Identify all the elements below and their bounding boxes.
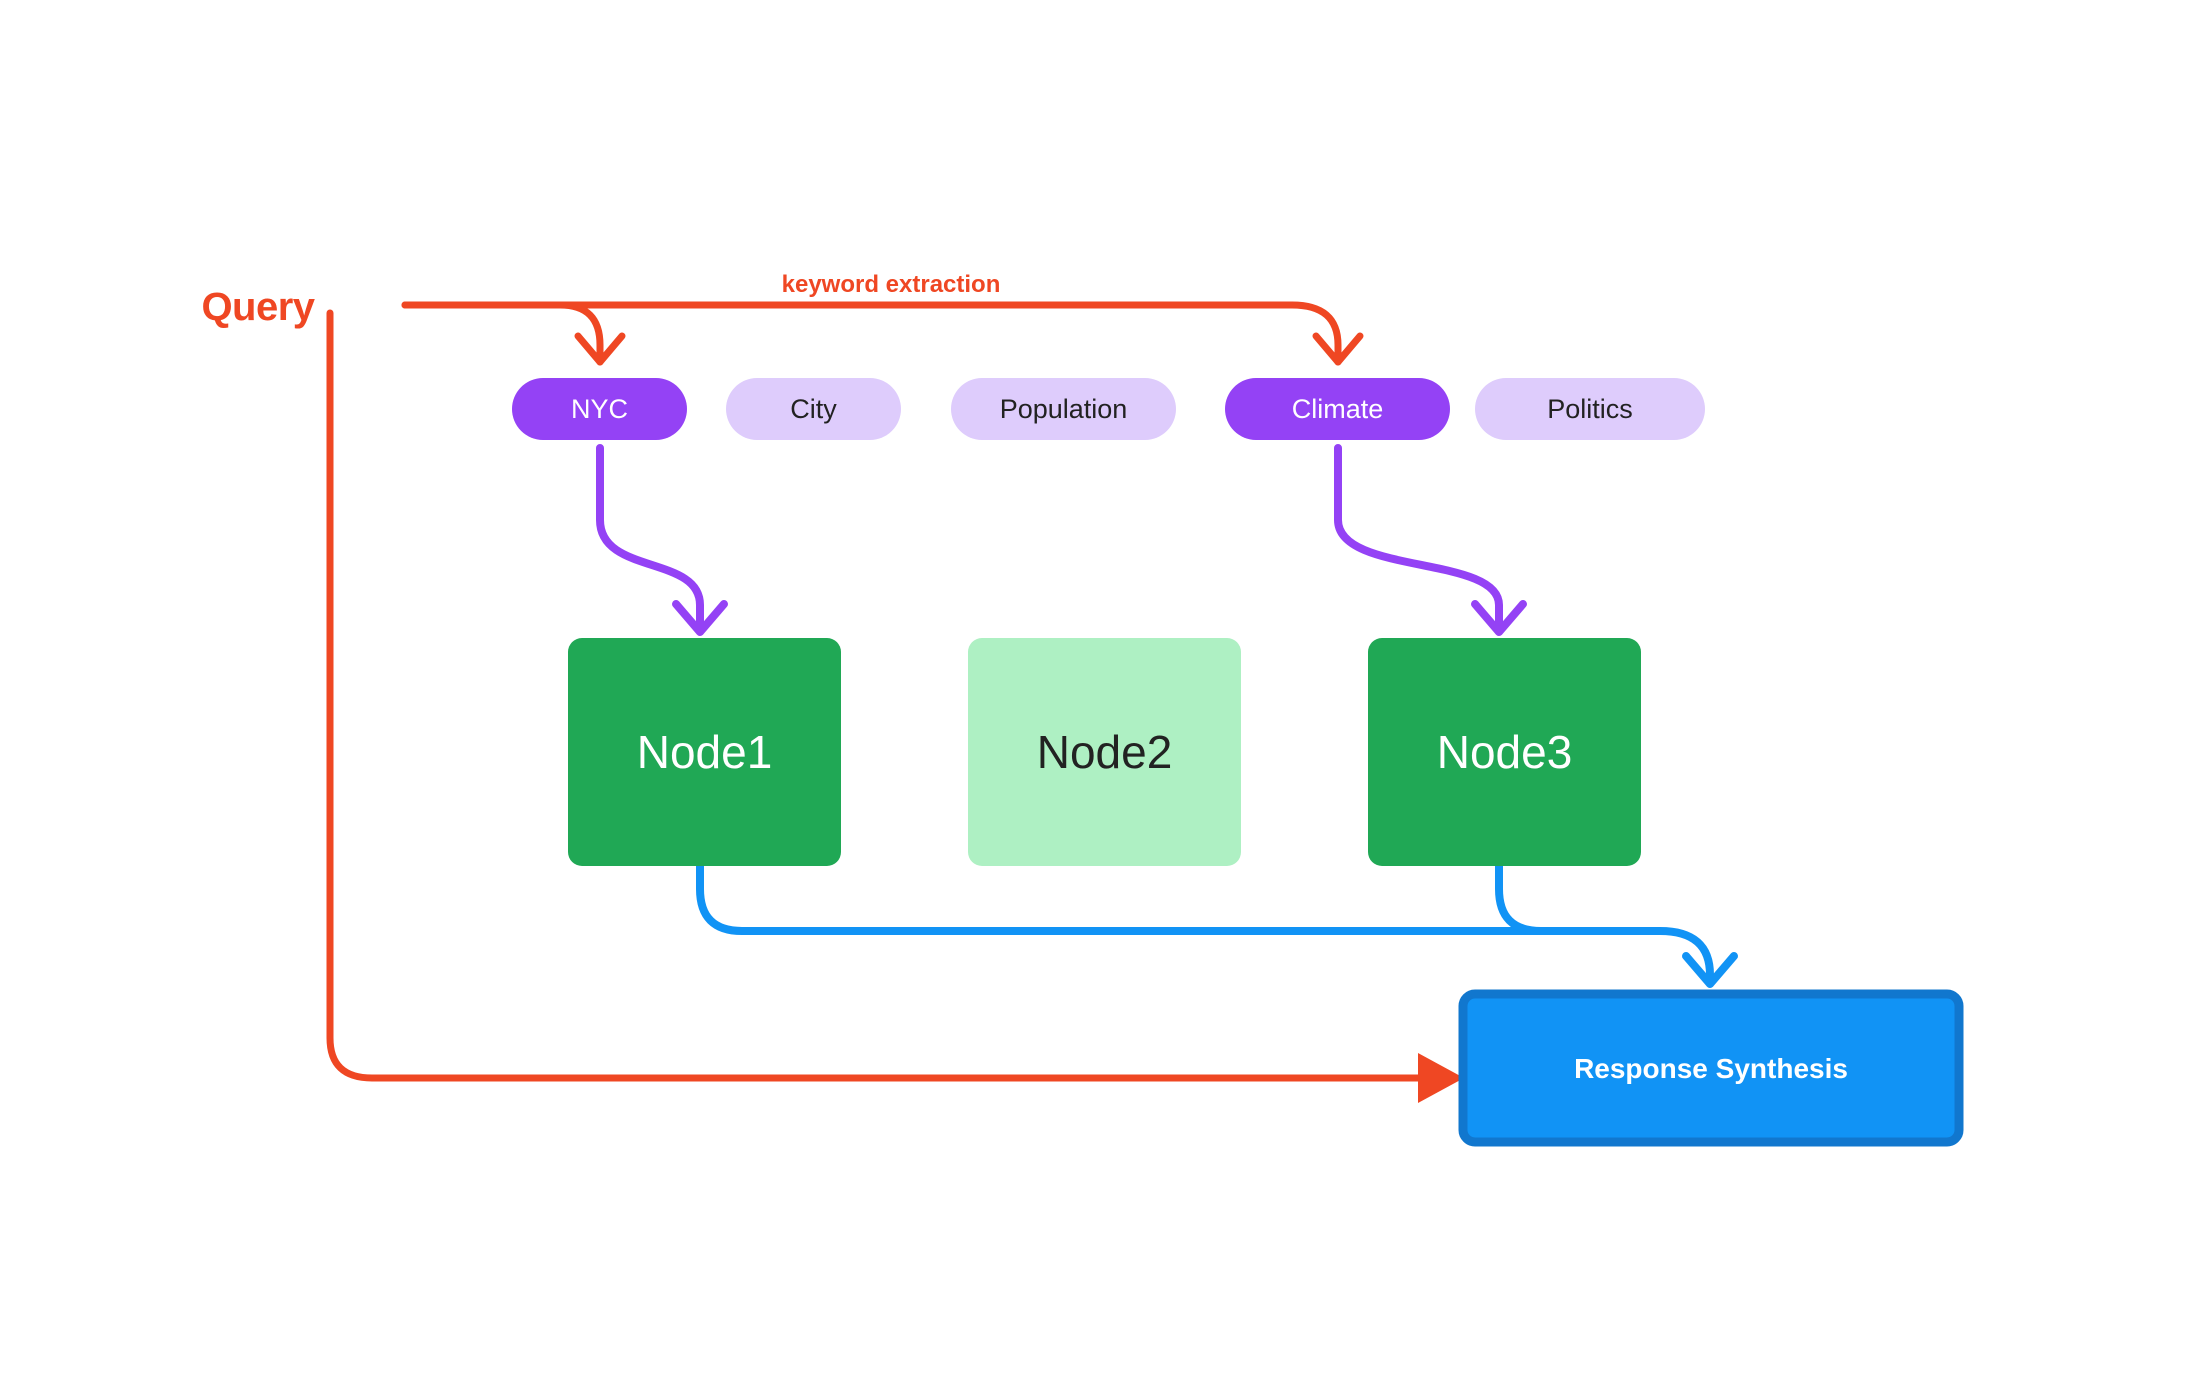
node-box-bg — [968, 638, 1241, 866]
edge-query-to-climate — [401, 301, 1364, 366]
keyword-pill-population[interactable]: Population — [951, 378, 1176, 440]
keyword-pill-bg — [512, 378, 687, 440]
node-box-label: Node1 — [637, 726, 773, 778]
edge-query-to-synthesis — [326, 309, 1464, 1103]
edge-climate-to-node3 — [1334, 444, 1527, 636]
node-box-node3[interactable]: Node3 — [1368, 638, 1641, 866]
keyword-pill-city[interactable]: City — [726, 378, 901, 440]
node-box-node2[interactable]: Node2 — [968, 638, 1241, 866]
edge-query-to-nyc — [401, 301, 626, 366]
keyword-pill-label: Climate — [1292, 394, 1384, 424]
node-box-bg — [568, 638, 841, 866]
keyword-pill-label: Population — [1000, 394, 1128, 424]
node-box-label: Node2 — [1037, 726, 1173, 778]
node-box-label: Node3 — [1437, 726, 1573, 778]
edge-node1-to-synthesis — [696, 862, 1654, 935]
arrowhead-triangle — [1418, 1053, 1464, 1103]
keyword-pill-bg — [1475, 378, 1705, 440]
keyword-pill-bg — [951, 378, 1176, 440]
keyword-pill-bg — [726, 378, 901, 440]
keyword-pill-climate[interactable]: Climate — [1225, 378, 1450, 440]
keyword-pill-nyc[interactable]: NYC — [512, 378, 687, 440]
node-box-bg — [1368, 638, 1641, 866]
edge-node3-to-synthesis — [1495, 862, 1738, 988]
edge-nyc-to-node1 — [596, 444, 728, 636]
node-box-node1[interactable]: Node1 — [568, 638, 841, 866]
keyword-extraction-label: keyword extraction — [782, 271, 1001, 298]
keyword-pill-label: Politics — [1547, 394, 1633, 424]
query-label: Query — [201, 285, 315, 329]
response-synthesis-bg — [1458, 989, 1964, 1147]
keyword-pill-label: City — [790, 394, 837, 424]
keyword-pill-bg — [1225, 378, 1450, 440]
keyword-pill-politics[interactable]: Politics — [1475, 378, 1705, 440]
response-synthesis-box[interactable]: Response Synthesis — [1458, 989, 1964, 1147]
keyword-pill-label: NYC — [571, 394, 628, 424]
response-synthesis-label: Response Synthesis — [1574, 1053, 1848, 1084]
